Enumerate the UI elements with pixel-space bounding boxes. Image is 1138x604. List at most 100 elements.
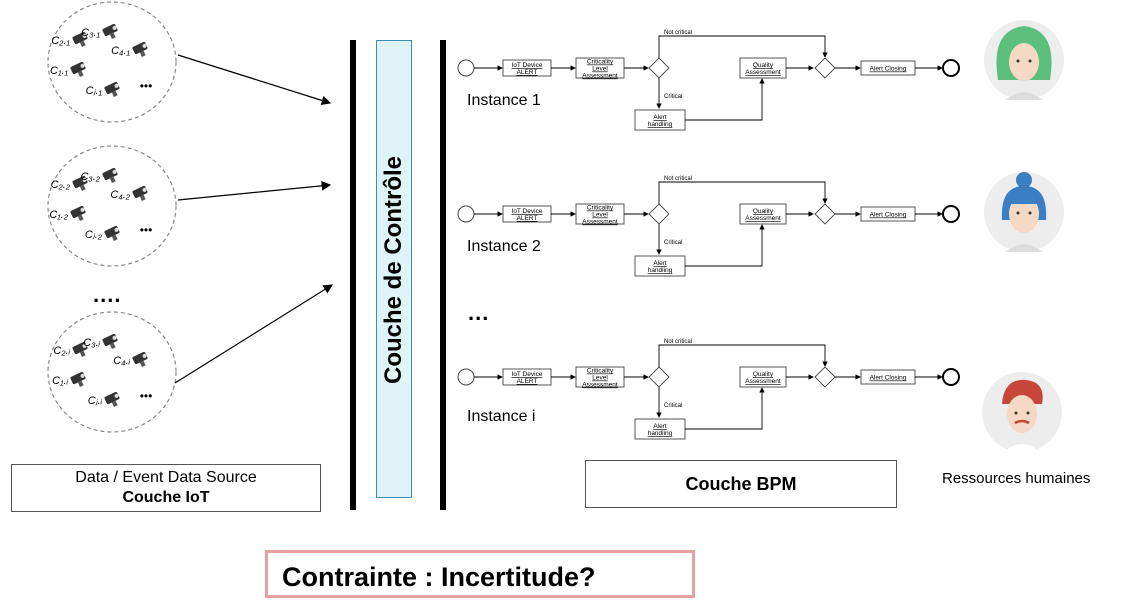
- sources-ellipsis: ....: [93, 282, 122, 307]
- task-iot-device-alert-text: ALERT: [517, 215, 538, 222]
- iot-box-line1: Data / Event Data Source: [75, 469, 257, 486]
- task-criticality-assessment-text: Level: [592, 212, 608, 219]
- task-iot-device-alert-text: IoT Device: [512, 371, 543, 378]
- task-alert-closing-text: Alert Closing: [870, 375, 907, 382]
- sensor-label: Cⱼ.₂: [85, 229, 103, 241]
- instance-label-2: Instance 2: [467, 238, 541, 255]
- task-alert-handling-text: Alert: [653, 114, 667, 121]
- sensor-label: C₃.ᵢ: [83, 337, 100, 349]
- sensor-label: C₂.₂: [51, 179, 71, 191]
- iot-box-line2: Couche IoT: [122, 489, 210, 506]
- camera-icon: [132, 185, 148, 202]
- end-event: [942, 205, 960, 223]
- task-criticality-assessment-text: Assessment: [582, 382, 618, 389]
- iot-source-boundary: [47, 311, 177, 433]
- camera-icon: [104, 81, 120, 98]
- control-layer-bar: [376, 40, 412, 498]
- sensor-label: Cⱼ.ᵢ: [88, 395, 103, 407]
- camera-icon: [102, 167, 118, 184]
- label-not-critical: Not critical: [664, 339, 692, 345]
- end-event: [942, 368, 960, 386]
- flow-arrow: [685, 387, 765, 430]
- task-alert-handling-text: handling: [648, 121, 673, 128]
- task-iot-device-alert-text: IoT Device: [512, 62, 543, 69]
- camera-icon: [104, 391, 120, 408]
- label-not-critical: Not critical: [664, 176, 692, 182]
- task-iot-device-alert-text: IoT Device: [512, 208, 543, 215]
- task-alert-handling-text: Alert: [653, 260, 667, 267]
- task-criticality-assessment-text: Level: [592, 66, 608, 73]
- eye: [1028, 211, 1032, 215]
- eye: [1014, 411, 1018, 415]
- task-criticality-assessment-text: Assessment: [582, 219, 618, 226]
- bpm-instance-2: IoT DeviceALERTCriticalityLevelAssessmen…: [457, 176, 960, 277]
- shoulders: [1006, 92, 1042, 100]
- task-alert-closing-text: Alert Closing: [870, 66, 907, 73]
- iot-source-1: C₂.₁C₃.₁C₄.₁C₁.₁Cⱼ.₁•••: [47, 1, 177, 123]
- flow-arrow-not-critical: [658, 344, 828, 367]
- camera-icon: [102, 333, 118, 350]
- label-not-critical: Not critical: [664, 30, 692, 36]
- shoulders: [1006, 244, 1042, 252]
- avatar-red-hair-man: [982, 372, 1062, 452]
- camera-icon: [72, 31, 88, 48]
- label-critical: Critical: [664, 94, 682, 100]
- flow-arrow: [685, 224, 765, 267]
- bpm-instance-1: IoT DeviceALERTCriticalityLevelAssessmen…: [457, 30, 960, 131]
- iot-source-boundary: [47, 1, 177, 123]
- left-divider-bar: [350, 40, 356, 510]
- gateway-criticality: [648, 57, 670, 79]
- shoulders: [1004, 444, 1040, 452]
- task-quality-assessment-text: Quality: [753, 371, 774, 378]
- task-quality-assessment-text: Quality: [753, 208, 774, 215]
- flow-arrow-not-critical: [658, 35, 828, 58]
- fringe: [1008, 194, 1040, 204]
- flow-arrow-not-critical: [658, 181, 828, 204]
- camera-icon: [72, 341, 88, 358]
- eye: [1026, 411, 1030, 415]
- flow-arrow: [685, 78, 765, 121]
- sensor-label: C₄.₁: [111, 45, 130, 57]
- sensor-label: C₁.ᵢ: [52, 375, 68, 387]
- camera-icon: [70, 205, 86, 222]
- camera-icon: [70, 61, 86, 78]
- gateway-merge: [814, 366, 836, 388]
- task-quality-assessment-text: Assessment: [745, 215, 781, 222]
- right-divider-bar: [440, 40, 446, 510]
- hair: [1002, 379, 1043, 404]
- gateway-merge: [814, 203, 836, 225]
- sensor-label: C₂.ᵢ: [53, 345, 70, 357]
- sensor-label: C₃.₂: [80, 171, 100, 183]
- source-arrow-1: [177, 54, 332, 106]
- face: [1009, 195, 1039, 233]
- camera-icon: [72, 175, 88, 192]
- task-iot-device-alert-text: ALERT: [517, 69, 538, 76]
- face: [1007, 395, 1037, 433]
- task-alert-handling-text: handling: [648, 430, 673, 437]
- source-arrow-2: [177, 181, 332, 201]
- task-criticality-assessment-text: Assessment: [582, 73, 618, 80]
- eye: [1028, 59, 1032, 63]
- sensor-label: Cⱼ.₁: [86, 85, 103, 97]
- task-quality-assessment-text: Assessment: [745, 69, 781, 76]
- task-quality-assessment-text: Assessment: [745, 378, 781, 385]
- bpm-instance-3: IoT DeviceALERTCriticalityLevelAssessmen…: [457, 339, 960, 440]
- eye: [1016, 211, 1020, 215]
- camera-icon: [104, 225, 120, 242]
- task-criticality-assessment-text: Level: [592, 375, 608, 382]
- task-alert-handling-text: Alert: [653, 423, 667, 430]
- camera-icon: [132, 41, 148, 58]
- camera-icon: [70, 371, 86, 388]
- task-alert-handling-text: handling: [648, 267, 673, 274]
- task-quality-assessment-text: Quality: [753, 62, 774, 69]
- gateway-criticality: [648, 203, 670, 225]
- camera-icon: [102, 23, 118, 40]
- gateway-criticality: [648, 366, 670, 388]
- task-iot-device-alert-text: ALERT: [517, 378, 538, 385]
- iot-layer-box: Data / Event Data Source Couche IoT: [11, 464, 321, 512]
- instance-label-1: Instance 1: [467, 92, 541, 109]
- instances-ellipsis: ...: [468, 300, 490, 325]
- sensor-label: C₁.₂: [49, 209, 68, 221]
- start-event: [457, 205, 475, 223]
- resources-label: Ressources humaines: [942, 470, 1091, 487]
